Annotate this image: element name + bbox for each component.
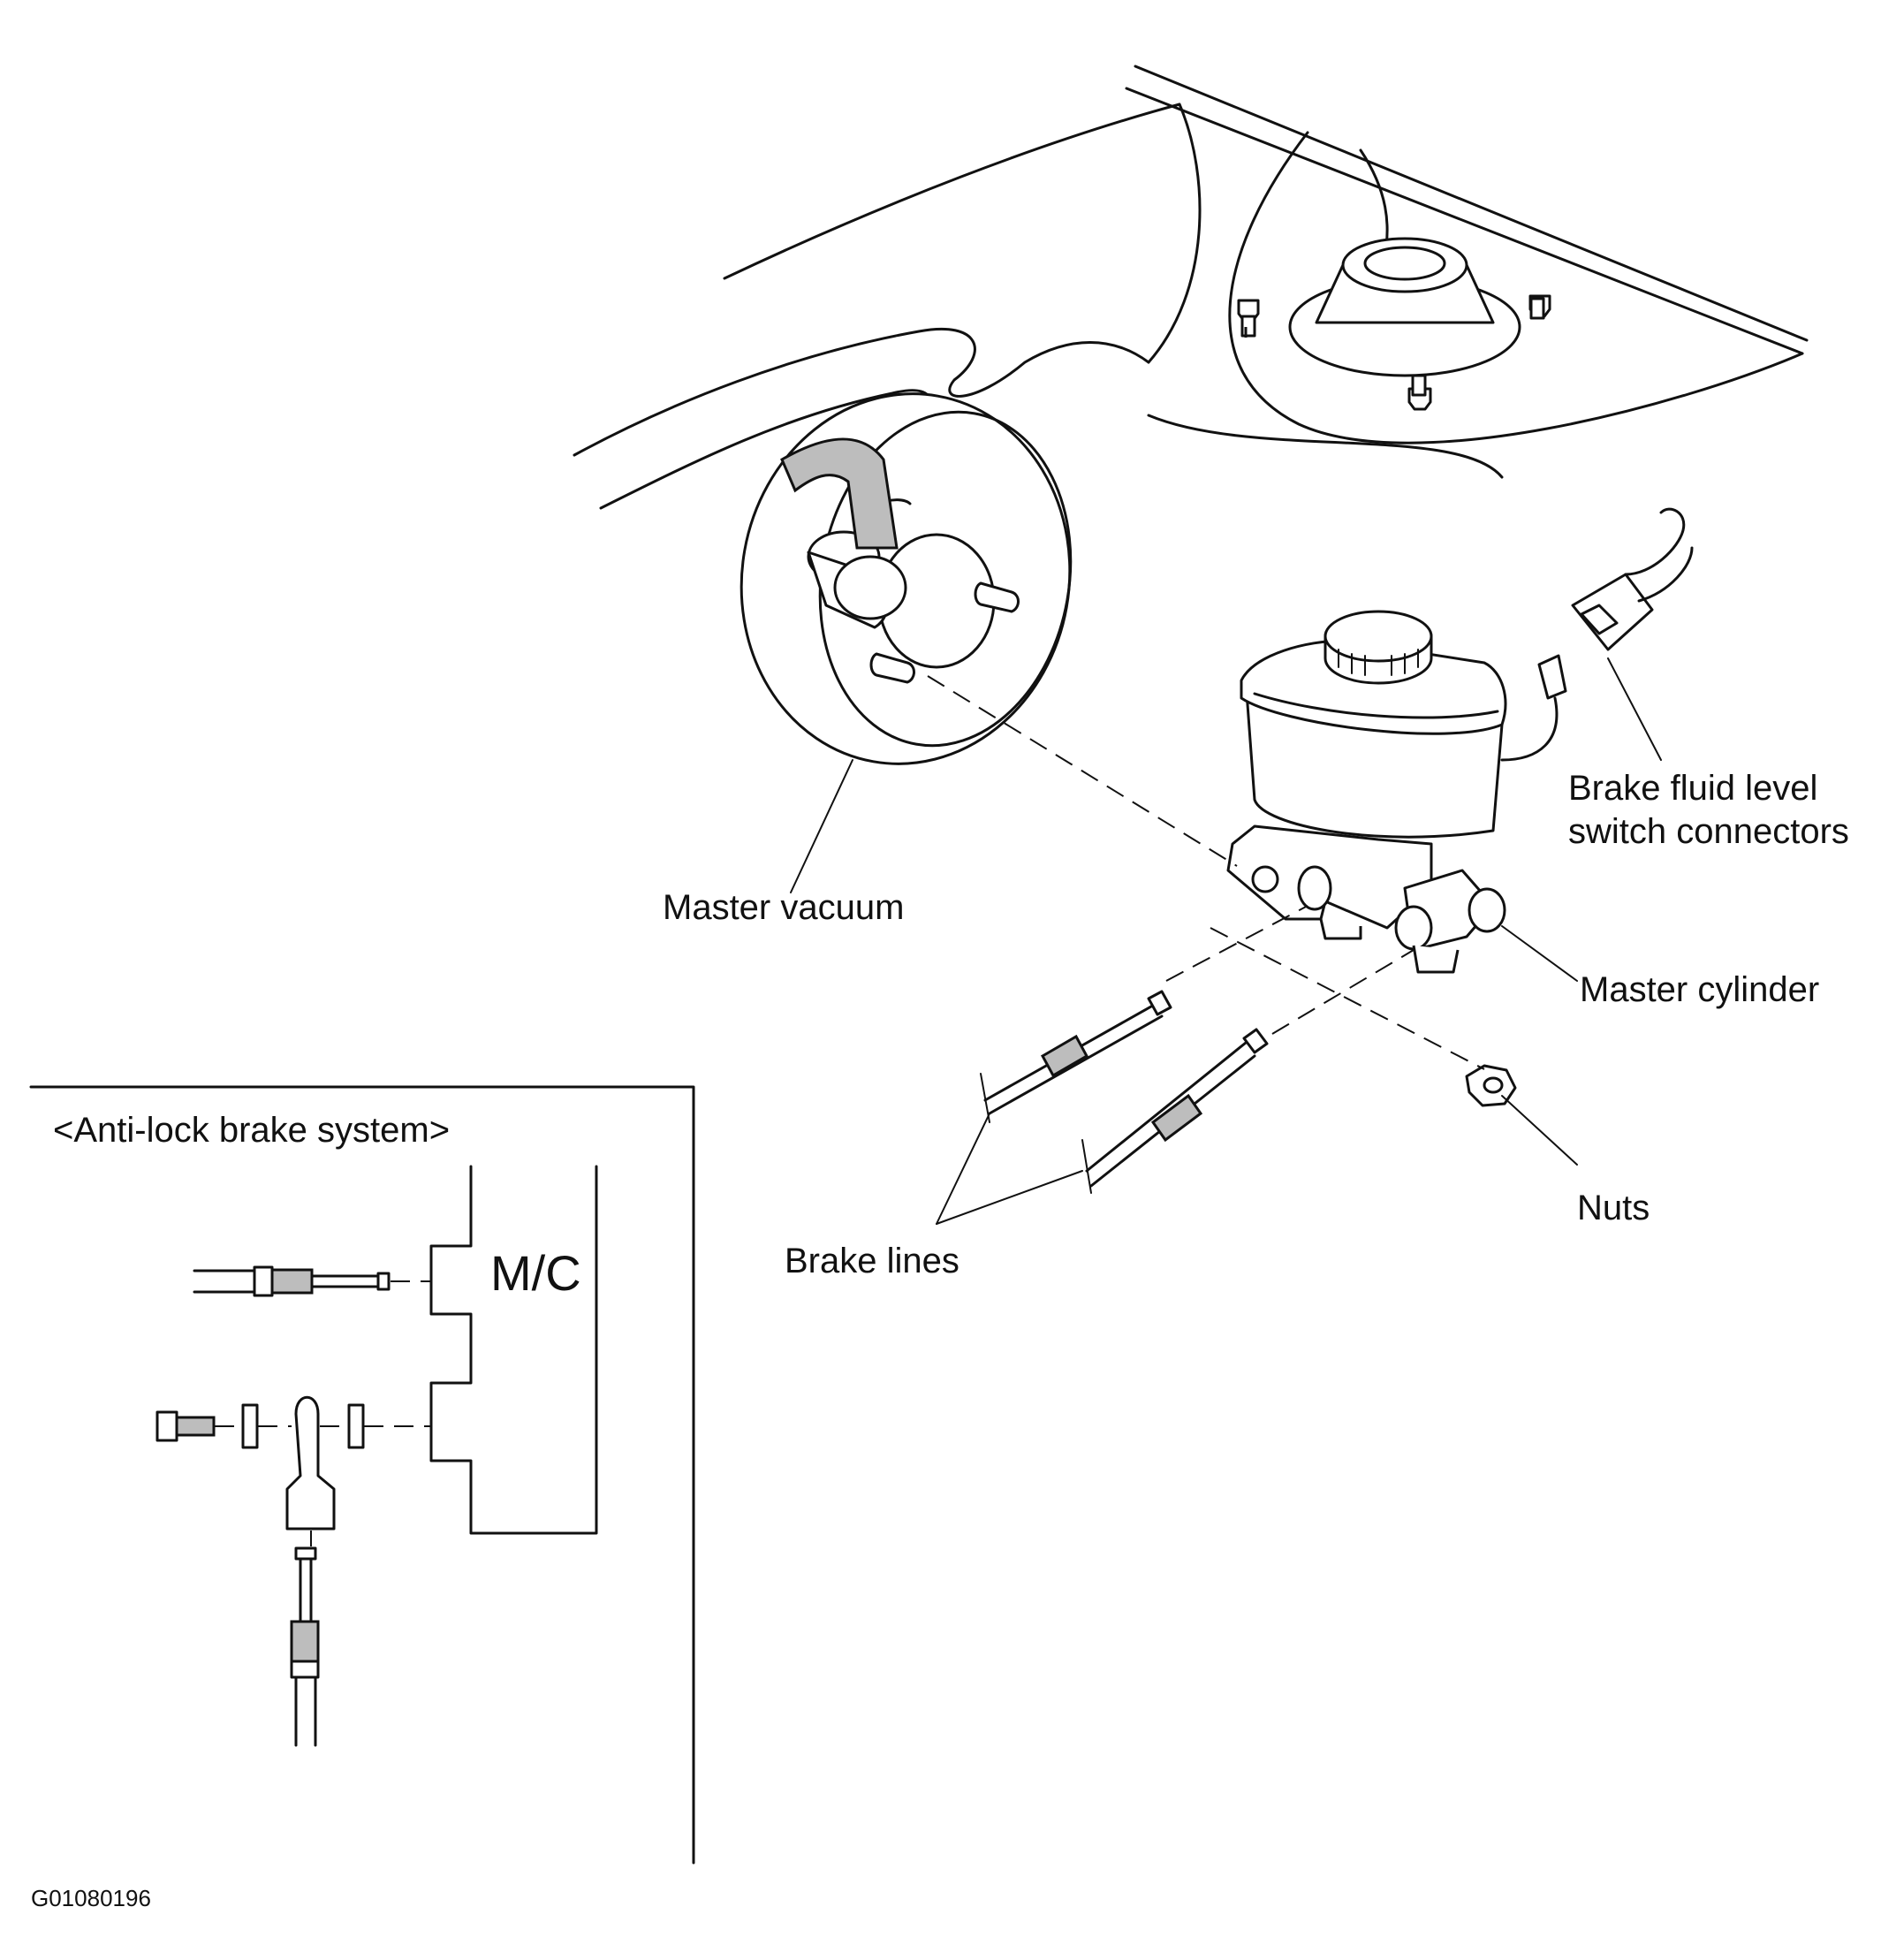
abs-mc-body [429,1165,598,1535]
abs-inset-title: <Anti-lock brake system> [53,1111,450,1150]
engine-bay-outline [573,65,1809,510]
abs-inset-panel: <Anti-lock brake system> M/C [29,1085,695,1865]
nut-icon [1465,1064,1517,1107]
label-switch-connectors: switch connectors [1568,812,1849,851]
label-brake-lines: Brake lines [785,1242,959,1280]
brake-line [1081,1028,1269,1194]
label-nuts: Nuts [1577,1189,1650,1227]
strut-tower [1288,237,1521,377]
strut-bolt-icon [1528,294,1551,320]
leader-lines [790,657,1662,1225]
figure-code: G01080196 [31,1885,151,1911]
label-brake-fluid-level: Brake fluid level [1568,769,1817,808]
abs-mc-label: M/C [490,1245,581,1301]
brake-booster [740,392,1073,765]
abs-upper-brake-line [193,1265,431,1297]
abs-lower-fitting [155,1395,431,1747]
strut-bolt-icon [1237,299,1260,338]
label-master-vacuum: Master vacuum [663,888,904,927]
label-master-cylinder: Master cylinder [1580,970,1819,1009]
master-cylinder [1226,610,1567,974]
strut-bolt-icon [1407,374,1432,411]
alignment-lines [927,675,1485,1070]
brake-line [980,990,1172,1123]
switch-connector-icon [1571,507,1694,651]
